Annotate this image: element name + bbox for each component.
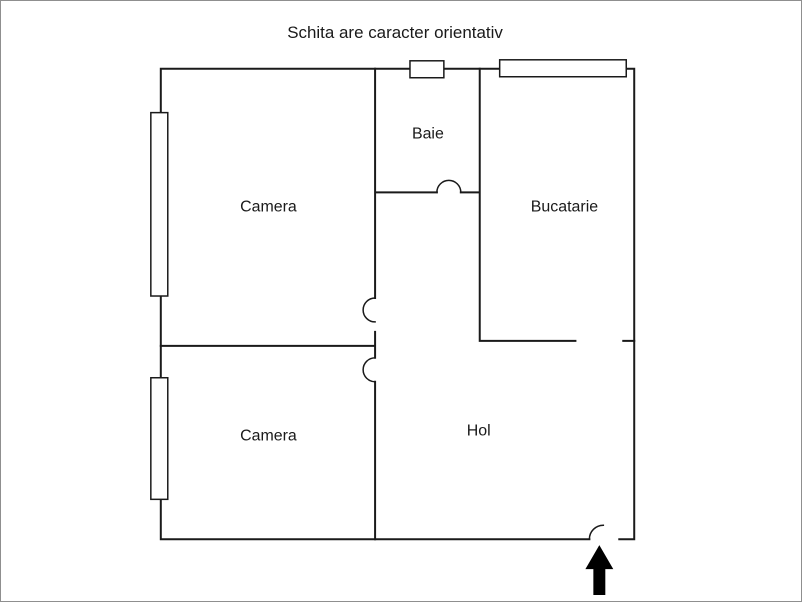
door-arcs-group: [362, 179, 605, 540]
room-label-baie: Baie: [412, 126, 444, 143]
window-top-baie: [409, 60, 445, 79]
entrance-arrow-icon: [585, 545, 614, 596]
room-label-camera-bottom: Camera: [240, 428, 297, 445]
door-arc-camera-bottom: [362, 357, 376, 383]
interior-walls: [159, 67, 636, 541]
door-arc-baie: [436, 179, 462, 194]
windows-group: [150, 59, 627, 501]
window-left-bottom: [150, 376, 169, 501]
room-label-bucatarie: Bucatarie: [531, 198, 598, 215]
page-title: Schita are caracter orientativ: [287, 23, 503, 42]
walls-group: [150, 59, 636, 541]
door-arc-camera-top: [362, 297, 376, 323]
window-top-bucatarie: [498, 59, 627, 78]
outer-walls: [159, 67, 636, 541]
room-label-camera-top: Camera: [240, 198, 297, 215]
window-left-top: [150, 111, 169, 297]
room-label-hol: Hol: [467, 423, 491, 440]
door-arc-entrance: [588, 524, 605, 540]
